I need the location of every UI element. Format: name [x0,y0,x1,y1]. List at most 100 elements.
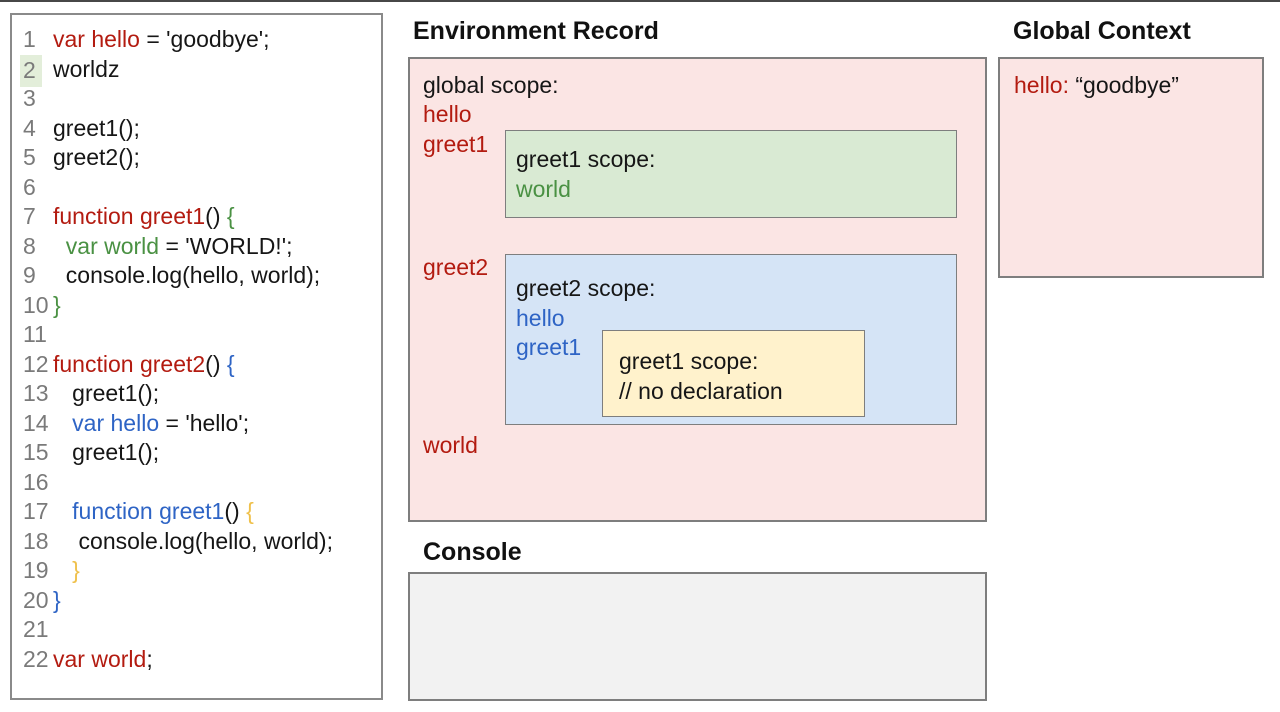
code-token: greet2(); [53,144,140,170]
code-token: = 'goodbye'; [139,26,270,52]
code-token: greet1(); [53,114,140,141]
code-token: function greet1 [53,203,206,229]
code-token: var world [53,645,147,672]
code-line: 15 greet1(); [12,438,381,468]
line-number: 13 [23,380,49,406]
code-token [53,557,72,583]
greet1-scope-label: greet1 scope: [516,146,656,172]
code-text: greet1(); [53,379,159,409]
code-token: function greet2 [53,350,206,377]
greet2-scope-var-hello: hello [516,304,565,331]
window-top-edge [0,0,1280,2]
code-line: 3 [12,84,381,114]
code-line: 8 var world = 'WORLD!'; [12,232,381,262]
code-text: function greet1() { [53,497,254,527]
code-token: = 'WORLD!'; [159,232,293,259]
greet1-scope-var-world: world [516,175,571,202]
line-number: 14 [23,409,49,436]
code-token: { [246,498,254,524]
line-number: 20 [23,586,49,613]
inner-greet1-scope-comment: // no declaration [619,377,783,404]
line-number: 8 [23,232,36,259]
global-context-title: Global Context [1013,17,1191,45]
line-number: 4 [23,114,36,141]
code-line: 7 function greet1() { [12,202,381,232]
line-number: 5 [23,144,36,170]
code-token: console.log(hello, world); [53,527,333,554]
code-line: 5 greet2(); [12,143,381,173]
line-number: 6 [23,173,36,200]
code-token: } [72,557,80,583]
console-output-box [408,572,987,701]
environment-record-box: global scope: hello greet1 greet2 world … [408,57,987,522]
line-number: 22 [23,645,49,672]
code-text: console.log(hello, world); [53,261,320,291]
code-token: var world [65,232,160,259]
code-token: { [226,203,235,229]
code-text: } [53,586,61,616]
code-text: var world = 'WORLD!'; [53,232,293,262]
code-token: () [205,203,227,229]
code-text: greet1(); [53,114,140,144]
global-var-greet2: greet2 [423,254,489,280]
code-line: 9 console.log(hello, world); [12,261,381,291]
greet2-scope-var-greet1: greet1 [516,334,582,360]
code-line: 17 function greet1() { [12,497,381,527]
code-text: var world; [53,645,153,675]
code-token [53,233,66,259]
line-number: 19 [23,557,49,583]
line-number: 2 [12,54,53,87]
code-text: var hello = 'goodbye'; [53,25,270,55]
code-token: = 'hello'; [159,409,250,436]
code-text: } [53,556,80,586]
inner-greet1-scope-box: greet1 scope: // no declaration [602,330,865,417]
greet1-scope-box: greet1 scope: world [505,130,957,218]
line-number: 18 [23,527,49,554]
line-number: 3 [23,85,36,111]
line-number: 9 [23,262,36,288]
code-line: 21 [12,615,381,645]
global-context-box: hello: “goodbye” [998,57,1264,278]
code-text: function greet2() { [53,350,235,380]
line-number: 11 [23,321,47,347]
code-text: } [53,291,61,321]
code-line: 4 greet1(); [12,114,381,144]
code-text: function greet1() { [53,202,235,232]
code-text: greet2(); [53,143,140,173]
console-title: Console [423,538,522,566]
code-line: 11 [12,320,381,350]
code-token: var hello [72,409,160,436]
code-token: console.log(hello, world); [53,262,321,288]
line-number: 15 [23,439,49,465]
line-number: 7 [23,203,36,229]
global-var-hello: hello [423,101,472,127]
line-number: 17 [23,498,49,524]
code-line: 20} [12,586,381,616]
greet2-scope-label: greet2 scope: [516,275,656,301]
code-token: () [224,498,247,524]
code-token: } [53,586,61,613]
code-text: console.log(hello, world); [53,527,333,557]
global-var-greet1: greet1 [423,131,489,157]
line-number: 10 [23,291,49,318]
line-number: 21 [23,616,49,642]
code-text: var hello = 'hello'; [53,409,249,439]
code-line: 13 greet1(); [12,379,381,409]
code-line: 6 [12,173,381,203]
global-var-world: world [423,432,478,458]
code-token: } [53,291,61,318]
code-line: 16 [12,468,381,498]
greet2-scope-box: greet2 scope: hello greet1 greet1 scope:… [505,254,957,425]
global-context-entry-value: “goodbye” [1068,72,1179,98]
code-token: greet1(); [53,380,160,406]
code-token: () [205,350,227,377]
inner-greet1-scope-label: greet1 scope: [619,348,759,374]
code-token: function greet1 [72,498,225,524]
global-context-entry-name: hello: [1014,72,1069,98]
code-line: 18 console.log(hello, world); [12,527,381,557]
